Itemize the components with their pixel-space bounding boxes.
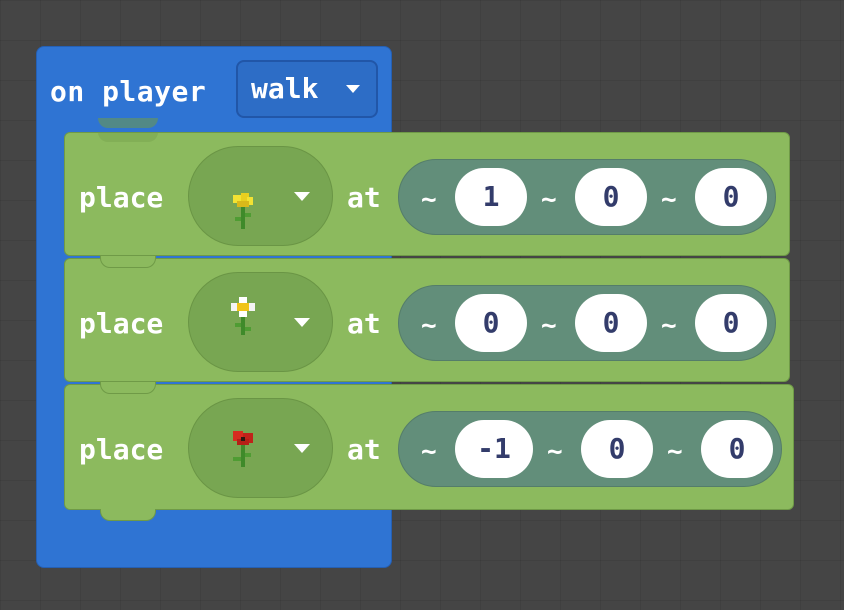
player-action-value: walk xyxy=(251,72,319,105)
relative-tilde: ~ xyxy=(547,437,563,467)
block-connector xyxy=(100,256,156,268)
white-daisy-icon xyxy=(231,297,255,335)
at-label: at xyxy=(347,307,381,340)
at-label: at xyxy=(347,181,381,214)
place-label: place xyxy=(79,307,164,340)
relative-tilde: ~ xyxy=(421,185,437,215)
coord-y-field[interactable]: 0 xyxy=(581,420,653,478)
chevron-down-icon xyxy=(346,85,360,93)
relative-tilde: ~ xyxy=(541,311,557,341)
coord-z-field[interactable]: 0 xyxy=(695,294,767,352)
relative-tilde: ~ xyxy=(421,311,437,341)
relative-tilde: ~ xyxy=(421,437,437,467)
block-connector xyxy=(100,382,156,394)
place-label: place xyxy=(79,181,164,214)
at-label: at xyxy=(347,433,381,466)
coord-x-field[interactable]: -1 xyxy=(455,420,533,478)
coord-z-field[interactable]: 0 xyxy=(701,420,773,478)
event-label: on player xyxy=(50,75,207,108)
coord-x-field[interactable]: 0 xyxy=(455,294,527,352)
chevron-down-icon xyxy=(294,318,310,327)
relative-tilde: ~ xyxy=(661,311,677,341)
coord-x-field[interactable]: 1 xyxy=(455,168,527,226)
yellow-dandelion-icon xyxy=(233,193,253,229)
statement-notch xyxy=(98,118,158,128)
relative-tilde: ~ xyxy=(661,185,677,215)
block-type-dropdown[interactable] xyxy=(188,398,333,498)
block-connector xyxy=(100,509,156,521)
coord-z-field[interactable]: 0 xyxy=(695,168,767,226)
place-label: place xyxy=(79,433,164,466)
red-poppy-icon xyxy=(233,431,253,467)
block-type-dropdown[interactable] xyxy=(188,146,333,246)
block-notch xyxy=(98,132,158,142)
relative-tilde: ~ xyxy=(541,185,557,215)
chevron-down-icon xyxy=(294,444,310,453)
chevron-down-icon xyxy=(294,192,310,201)
coord-y-field[interactable]: 0 xyxy=(575,168,647,226)
relative-tilde: ~ xyxy=(667,437,683,467)
block-type-dropdown[interactable] xyxy=(188,272,333,372)
player-action-dropdown[interactable]: walk xyxy=(236,60,378,118)
coord-y-field[interactable]: 0 xyxy=(575,294,647,352)
